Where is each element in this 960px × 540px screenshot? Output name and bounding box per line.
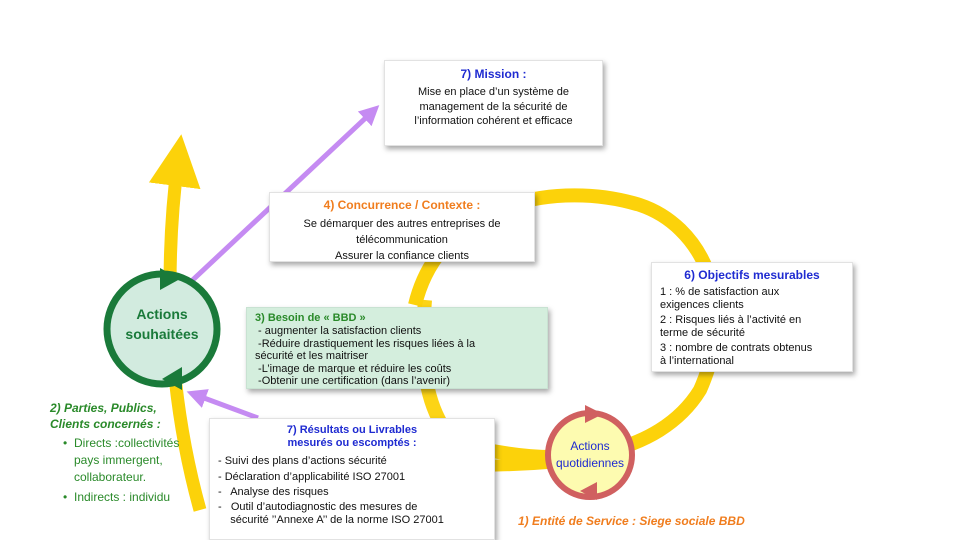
mission-box: 7) Mission : Mise en place d’un système …	[384, 60, 603, 146]
objectifs-line: à l’international	[660, 354, 734, 367]
parties-bullet-line: Directs :collectivités	[74, 436, 180, 450]
concurrence-box: 4) Concurrence / Contexte : Se démarquer…	[269, 192, 535, 262]
red-circle-arrowhead-top	[585, 405, 603, 423]
parties-bullet: • Directs :collectivités pays immergent,…	[50, 435, 210, 486]
red-circle-arrowhead-bottom	[580, 482, 597, 500]
green-circle-arrowhead-top	[160, 268, 180, 290]
resultats-box: 7) Résultats ou Livrables mesurés ou esc…	[209, 418, 495, 540]
bullet-dot-icon: •	[63, 490, 68, 504]
besoin-line: -L’image de marque et réduire les coûts	[255, 362, 452, 375]
concurrence-line: Assurer la confiance clients	[335, 250, 469, 262]
mission-line: Mise en place d’un système de	[417, 86, 570, 98]
objectifs-line: 3 : nombre de contrats obtenus	[660, 342, 813, 354]
besoin-box: 3) Besoin de « BBD » - augmenter la sati…	[246, 307, 548, 389]
resultats-line: - Suivi des plans d’actions sécurité	[218, 455, 387, 467]
actions-souhaitees-line: Actions	[136, 306, 188, 322]
objectifs-box: 6) Objectifs mesurables 1 : % de satisfa…	[651, 262, 853, 372]
besoin-title: 3) Besoin de « BBD »	[255, 312, 366, 324]
besoin-line: sécurité et les maitriser	[255, 350, 369, 362]
objectifs-line: exigences clients	[660, 298, 744, 311]
parties-bullet: • Indirects : individu	[50, 489, 210, 506]
resultats-line: - Outil d’autodiagnostic des mesures de	[218, 500, 418, 513]
besoin-line: - augmenter la satisfaction clients	[255, 325, 422, 337]
actions-quotidiennes-line: Actions	[570, 439, 610, 453]
resultats-line: - Déclaration d’applicabilité ISO 27001	[218, 470, 406, 483]
objectifs-title: 6) Objectifs mesurables	[684, 268, 820, 282]
green-circle-arrowhead-bottom	[162, 367, 182, 390]
parties-list: • Directs :collectivités pays immergent,…	[50, 435, 210, 506]
mission-line: l’information cohérent et efficace	[414, 115, 573, 127]
resultats-title: mesurés ou escomptés :	[287, 437, 417, 449]
parties-title: 2) Parties, Publics,	[50, 401, 157, 415]
objectifs-line: 2 : Risques liés à l’activité en	[660, 314, 802, 326]
resultats-line: sécurité ’’Annexe A’’ de la norme ISO 27…	[218, 513, 444, 526]
parties-bullet-line: collaborateur.	[74, 470, 147, 484]
besoin-line: -Obtenir une certification (dans l’aveni…	[255, 375, 451, 387]
mission-line: management de la sécurité de	[419, 100, 568, 113]
mission-title: 7) Mission :	[460, 67, 527, 81]
bullet-dot-icon: •	[63, 436, 68, 450]
actions-souhaitees-label: Actions souhaitées	[108, 304, 216, 344]
parties-bullet-line: pays immergent,	[74, 453, 163, 467]
besoin-line: -Réduire drastiquement les risques liées…	[255, 337, 476, 350]
concurrence-title: 4) Concurrence / Contexte :	[323, 198, 481, 212]
resultats-title: 7) Résultats ou Livrables	[286, 424, 418, 436]
parties-title: Clients concernés :	[50, 417, 161, 431]
objectifs-line: terme de sécurité	[660, 326, 745, 339]
parties-block: 2) Parties, Publics, Clients concernés :…	[50, 400, 210, 506]
actions-souhaitees-line: souhaitées	[125, 326, 199, 342]
concurrence-line: télécommunication	[356, 234, 448, 246]
objectifs-line: 1 : % de satisfaction aux	[660, 286, 780, 298]
parties-bullet-line: Indirects : individu	[74, 490, 171, 504]
concurrence-line: Se démarquer des autres entreprises de	[303, 218, 501, 230]
actions-quotidiennes-label: Actions quotidiennes	[548, 438, 632, 472]
resultats-line: - Analyse des risques	[218, 486, 329, 498]
actions-quotidiennes-line: quotidiennes	[555, 456, 625, 470]
purple-arrow-from-resultats	[186, 389, 259, 421]
entite-label: 1) Entité de Service : Siege sociale BBD	[518, 514, 745, 528]
